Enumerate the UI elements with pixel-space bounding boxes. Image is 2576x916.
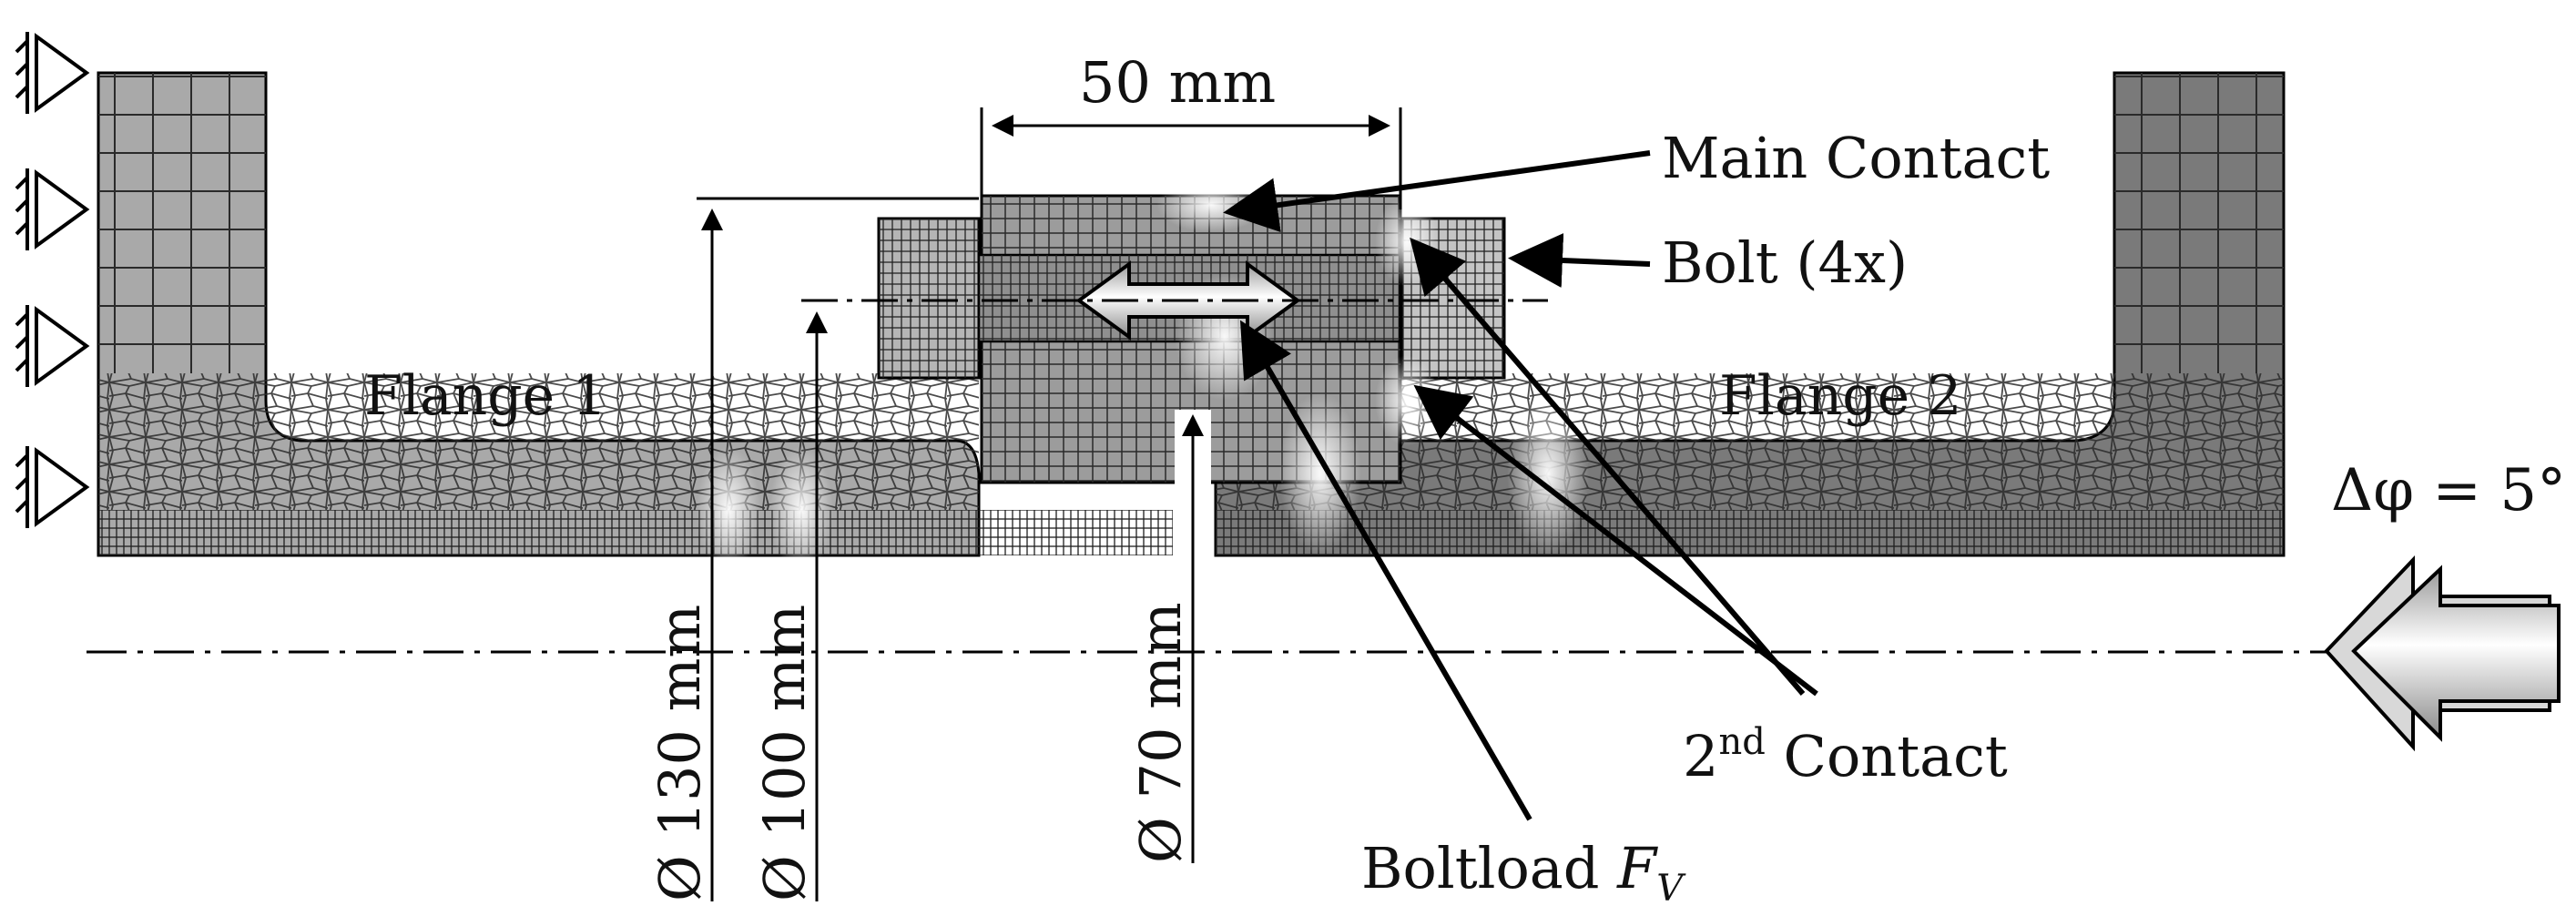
label-2nd-contact: 2nd Contact [1683, 721, 2008, 789]
flange-1-body [97, 71, 1173, 557]
label-flange-1: Flange 1 [364, 364, 606, 428]
label-flange-2: Flange 2 [1719, 364, 1961, 428]
label-bolt: Bolt (4x) [1662, 229, 1908, 296]
support-2 [15, 168, 90, 250]
support-4 [15, 446, 90, 528]
fixed-support-symbols [15, 32, 90, 528]
support-3 [15, 305, 90, 387]
label-diameter-100: Ø 100 mm [751, 605, 818, 901]
label-boltload: Boltload FV [1361, 835, 1686, 910]
label-diameter-70: Ø 70 mm [1127, 602, 1194, 863]
leader-boltload [1239, 320, 1532, 821]
leader-bolt [1508, 233, 1651, 288]
label-dimension-50mm: 50 mm [1079, 49, 1276, 116]
dimension-diameter-100 [801, 299, 1548, 901]
label-diameter-130: Ø 130 mm [647, 605, 713, 901]
leader-2nd-contact-lower [1413, 384, 1818, 697]
dimension-diameter-130 [697, 197, 979, 901]
leader-main-contact [1223, 150, 1651, 233]
leader-2nd-contact-upper [1410, 237, 1806, 696]
dimension-50mm [980, 107, 1402, 209]
label-main-contact: Main Contact [1662, 125, 2050, 191]
label-delta-phi: Δφ = 5° [2331, 457, 2566, 524]
rotation-input-arrow [2324, 555, 2561, 752]
support-1 [15, 32, 90, 114]
leader-lines [1223, 150, 1818, 821]
